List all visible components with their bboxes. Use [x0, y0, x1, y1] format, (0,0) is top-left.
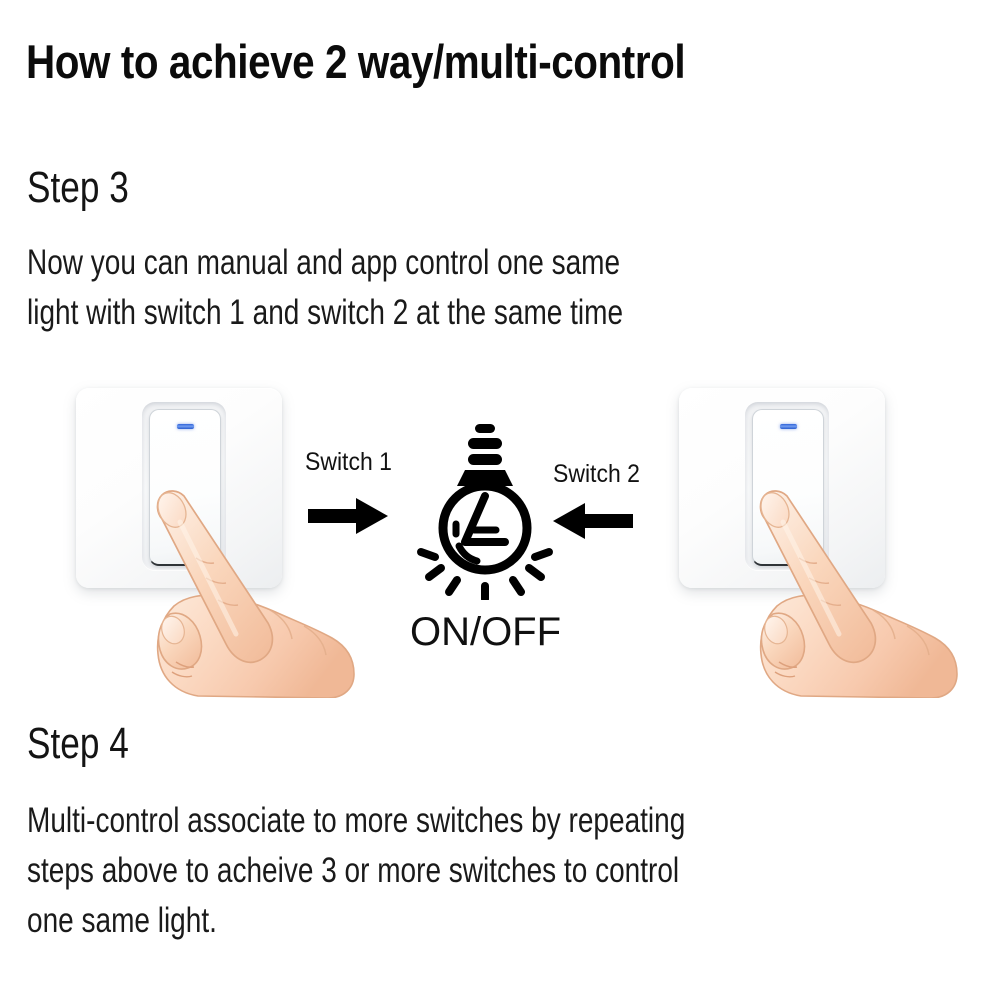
step-3-body: Now you can manual and app control one s… [27, 238, 623, 338]
switch-1-label: Switch 1 [305, 448, 392, 476]
arrow-left-icon [551, 500, 635, 542]
step-3-body-line-2: light with switch 1 and switch 2 at the … [27, 293, 624, 332]
arrow-right-icon [306, 495, 390, 537]
switch-led-indicator-2 [780, 424, 797, 429]
switch-2-label: Switch 2 [553, 460, 640, 488]
switch-plate-1 [76, 388, 282, 588]
light-bulb-icon [405, 420, 565, 600]
switch-led-indicator-1 [177, 424, 194, 429]
on-off-state-label: ON/OFF [409, 610, 562, 654]
pointing-hand-1 [140, 486, 355, 698]
step-4-body: Multi-control associate to more switches… [27, 796, 685, 946]
step-3-heading: Step 3 [27, 163, 129, 212]
step-4-body-line-3: one same light. [27, 901, 217, 940]
pointing-hand-2 [743, 486, 958, 698]
step-4-body-line-2: steps above to acheive 3 or more switche… [27, 851, 680, 890]
step-4-heading: Step 4 [27, 719, 129, 768]
wall-switch-2[interactable] [665, 368, 965, 698]
step-4-body-line-1: Multi-control associate to more switches… [27, 801, 686, 840]
step-3-body-line-1: Now you can manual and app control one s… [27, 243, 621, 282]
multi-control-diagram: Switch 1 [0, 360, 1001, 700]
wall-switch-1[interactable] [62, 368, 362, 698]
page-title: How to achieve 2 way/multi-control [26, 35, 686, 88]
